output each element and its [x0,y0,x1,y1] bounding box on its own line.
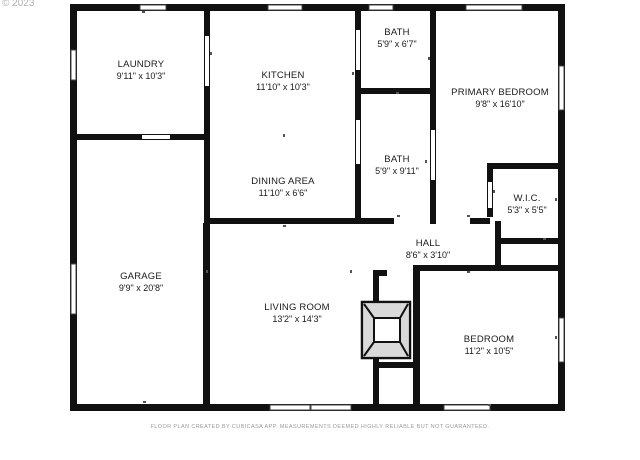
room-dims-bedroom: 11'2" x 10'5" [465,346,514,356]
room-dims-bath-1: 5'9" x 6'7" [377,39,416,49]
corner-watermark-text: © 2023 [2,0,35,9]
wall-kitchen-bottom [204,218,354,224]
room-name-wic: W.I.C. [513,193,540,204]
window-primary-right [558,65,565,111]
room-name-bath-1: BATH [384,27,409,38]
wall-right [558,4,565,411]
wall-wic-top [487,163,565,169]
fireplace [360,300,412,360]
door-kitchen-laundry [205,36,209,86]
room-dims-living-room: 13'2" x 14'3" [272,314,321,324]
room-dims-hall: 8'6" x 3'10" [406,250,450,260]
wall-kitchen-right [355,4,361,224]
door-laundry-garage [142,135,170,139]
window-laundry-top [139,4,167,11]
window-bedroom-right [558,317,565,363]
window-bath-top [368,4,394,11]
footer-disclaimer: FLOOR PLAN CREATED BY CUBICASA APP. MEAS… [151,424,490,430]
wall-fireplace-bottom [373,362,413,368]
door-openings [142,30,492,208]
wall-primary-bottom [470,218,490,224]
window-living-bottom-1 [269,404,311,411]
window-primary-top [465,4,523,11]
room-dims-bath-2: 5'9" x 9'11" [375,166,419,176]
door-bath1 [356,30,360,70]
room-dims-kitchen: 11'10" x 10'3" [256,82,310,92]
dimension-ticks [142,11,557,406]
wall-top [70,4,565,11]
room-labels: LAUNDRY 9'11" x 10'3" KITCHEN 11'10" x 1… [117,27,549,356]
wall-laundry-garage [70,134,210,140]
wall-bath-separator [355,88,433,94]
wall-kitchen-left [204,4,210,223]
room-dims-dining-area: 11'10" x 6'6" [259,188,308,198]
room-name-kitchen: KITCHEN [261,70,304,81]
room-name-garage: GARAGE [120,271,162,282]
room-name-laundry: LAUNDRY [118,59,165,70]
wall-bath2-bottom [338,218,394,224]
wall-bath-right [430,4,436,224]
wall-hall-right [495,221,501,271]
window-garage-left [70,263,77,315]
door-bath2 [356,120,360,164]
room-name-primary-bedroom: PRIMARY BEDROOM [451,87,549,98]
room-dims-wic: 5'3" x 5'5" [507,205,546,215]
wall-garage-living [203,223,210,411]
wall-bedroom-top [413,265,565,271]
windows [70,4,565,411]
wall-bedroom-left [413,265,420,411]
room-name-bedroom: BEDROOM [464,334,515,345]
room-name-dining-area: DINING AREA [251,176,315,187]
wall-fireplace-top [373,270,387,276]
room-dims-laundry: 9'11" x 10'3" [117,71,166,81]
door-primary [431,130,435,180]
room-dims-primary-bedroom: 9'8" x 16'10" [475,99,524,109]
room-name-hall: HALL [416,238,441,249]
wall-left [70,4,77,411]
window-bedroom-bottom [443,404,491,411]
wall-wic-bottom [497,238,565,244]
room-name-living-room: LIVING ROOM [264,302,330,313]
window-kitchen-top [267,4,303,11]
window-laundry-left [70,49,77,81]
room-dims-garage: 9'9" x 20'8" [119,283,163,293]
room-name-bath-2: BATH [384,154,409,165]
door-wic [488,182,492,208]
window-living-bottom-2 [310,404,352,411]
